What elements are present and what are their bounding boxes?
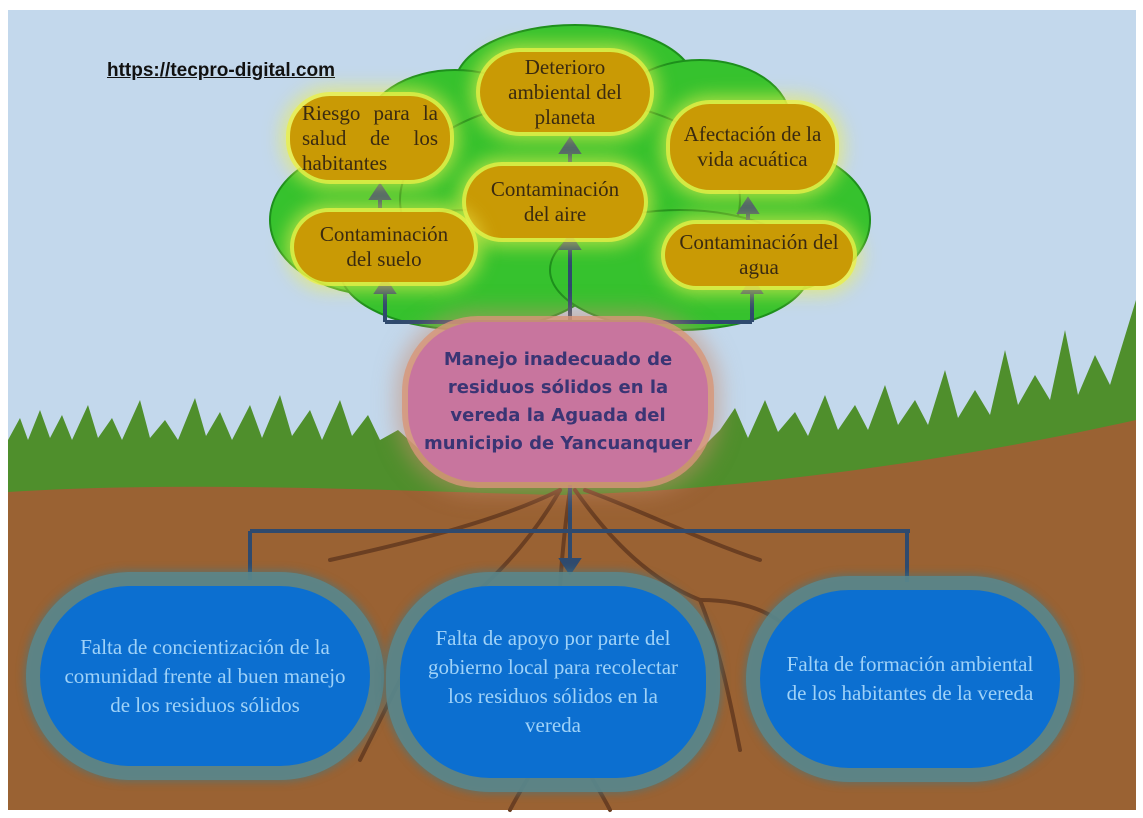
effect-aire-label: Contaminación del aire: [490, 177, 620, 226]
effect-afectacion-vida-acuatica: Afectación de la vida acuática: [670, 104, 835, 190]
effect-afectacion-label: Afectación de la vida acuática: [683, 122, 822, 171]
cause-connectors: [248, 485, 910, 582]
cause-concientizacion-label: Falta de concientización de la comunidad…: [64, 634, 346, 717]
effect-contaminacion-aire: Contaminación del aire: [466, 166, 644, 238]
effect-deterioro-label: Deterioro ambiental del planeta: [508, 54, 622, 129]
core-problem: Manejo inadecuado de residuos sólidos en…: [408, 322, 708, 482]
core-problem-label: Manejo inadecuado de residuos sólidos en…: [423, 349, 692, 454]
effect-riesgo-salud: Riesgo para la salud de los habitantes: [290, 96, 450, 180]
effect-agua-label: Contaminación del agua: [679, 230, 839, 279]
watermark-url: https://tecpro-digital.com: [107, 60, 335, 81]
cause-apoyo-label: Falta de apoyo por parte del gobierno lo…: [427, 626, 679, 737]
effect-suelo-label: Contaminación del suelo: [319, 222, 449, 271]
cause-formacion-ambiental: Falta de formación ambiental de los habi…: [760, 590, 1060, 768]
cause-formacion-label: Falta de formación ambiental de los habi…: [786, 652, 1034, 705]
effect-contaminacion-suelo: Contaminación del suelo: [294, 212, 474, 282]
grass-strip: [8, 300, 1136, 495]
effect-riesgo-label: Riesgo para la salud de los habitantes: [302, 100, 438, 175]
effect-deterioro-ambiental: Deterioro ambiental del planeta: [480, 52, 650, 132]
cause-concientizacion: Falta de concientización de la comunidad…: [40, 586, 370, 766]
cause-apoyo-gobierno: Falta de apoyo por parte del gobierno lo…: [400, 586, 706, 778]
effect-contaminacion-agua: Contaminación del agua: [665, 224, 853, 286]
